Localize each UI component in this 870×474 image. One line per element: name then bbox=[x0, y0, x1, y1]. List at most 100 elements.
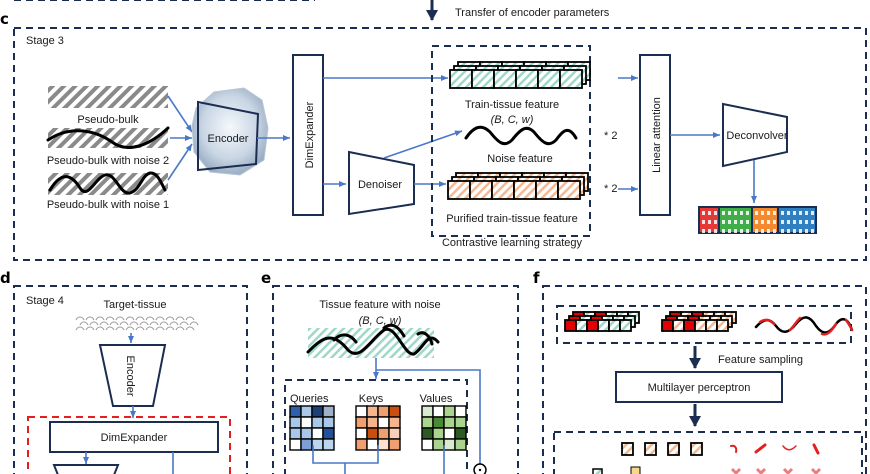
queries-label: Queries bbox=[290, 393, 329, 405]
feature-cube bbox=[469, 180, 493, 200]
matrix-cell bbox=[355, 416, 368, 429]
contrastive-box bbox=[431, 45, 591, 237]
attention-inner-box bbox=[284, 379, 468, 474]
feature-cube bbox=[672, 319, 685, 332]
arrow-to-noise bbox=[383, 130, 463, 159]
trainable-region-box bbox=[27, 416, 231, 474]
arrow-input-3 bbox=[167, 143, 193, 181]
train-tissue-label: Train-tissue feature bbox=[465, 99, 559, 111]
matrix-cell bbox=[443, 427, 456, 440]
purified-feature-label: Purified train-tissue feature bbox=[446, 213, 577, 225]
feature-cube bbox=[597, 319, 610, 332]
matrix-cell bbox=[443, 405, 456, 418]
feature-cube bbox=[559, 69, 583, 89]
panel-f-frame bbox=[542, 285, 867, 474]
pseudo-bulk-label: Pseudo-bulk bbox=[77, 114, 139, 126]
feature-cube bbox=[537, 69, 561, 89]
feature-cube bbox=[586, 319, 599, 332]
dimexpander-label: DimExpander bbox=[304, 101, 316, 168]
matrix-cell bbox=[322, 405, 335, 418]
keys-matrix bbox=[355, 405, 401, 451]
frozen-encoder: Encoder bbox=[191, 87, 269, 176]
matrix-cell bbox=[366, 427, 379, 440]
values-matrix bbox=[421, 405, 467, 451]
matrix-cell bbox=[311, 416, 324, 429]
sampled-patch bbox=[621, 442, 634, 456]
feature-cube bbox=[515, 69, 539, 89]
feature-cube bbox=[491, 180, 515, 200]
matrix-cell bbox=[300, 405, 313, 418]
matrix-cell bbox=[355, 438, 368, 451]
matrix-cell bbox=[432, 416, 445, 429]
stage-3-label: Stage 3 bbox=[26, 35, 64, 47]
matrix-cell bbox=[355, 427, 368, 440]
tissue-scale-row bbox=[79, 321, 199, 326]
purified-feature-stack bbox=[447, 172, 589, 200]
stage4-encoder-label: Encoder bbox=[124, 356, 136, 397]
sampled-train-feature bbox=[564, 311, 640, 332]
stage4-dimexpander-block bbox=[49, 421, 219, 453]
queries-matrix bbox=[289, 405, 335, 451]
matrix-cell bbox=[377, 405, 390, 418]
tissue-feature-with-noise bbox=[306, 323, 440, 358]
sampled-patch bbox=[644, 442, 657, 456]
feature-cube bbox=[694, 319, 707, 332]
target-tissue-pattern bbox=[75, 316, 199, 331]
matrix-cell bbox=[443, 416, 456, 429]
matrix-cell bbox=[388, 438, 401, 451]
panel-d-letter: d bbox=[0, 269, 11, 287]
matrix-cell bbox=[289, 416, 302, 429]
noise-2-wave bbox=[46, 126, 170, 149]
matrix-cell bbox=[388, 427, 401, 440]
pseudo-bulk-input: Pseudo-bulk bbox=[48, 86, 168, 126]
noise-feature-wave bbox=[464, 125, 578, 146]
matrix-cell bbox=[454, 405, 467, 418]
matrix-cell bbox=[366, 416, 379, 429]
stage4-encoder-block bbox=[98, 344, 167, 407]
feature-cube bbox=[449, 69, 473, 89]
tissue-noise-title: Tissue feature with noise bbox=[319, 299, 440, 311]
encoder-label: Encoder bbox=[208, 133, 249, 145]
ice-block-icon bbox=[191, 87, 269, 176]
matrix-cell bbox=[289, 427, 302, 440]
matrix-cell bbox=[322, 427, 335, 440]
purified-multiplier: * 2 bbox=[604, 183, 617, 195]
stage4-dimexpander-label: DimExpander bbox=[101, 432, 168, 444]
residual-line bbox=[376, 369, 481, 465]
matrix-cell bbox=[311, 405, 324, 418]
pseudo-bulk-noise-2-input: Pseudo-bulk with noise 2 bbox=[46, 126, 170, 167]
matrix-cell bbox=[421, 438, 434, 451]
matrix-cell bbox=[300, 427, 313, 440]
pseudo-bulk-noise-1-input: Pseudo-bulk with noise 1 bbox=[47, 171, 169, 211]
target-tissue-label: Target-tissue bbox=[104, 299, 167, 311]
contrastive-label: Contrastive learning strategy bbox=[442, 237, 583, 249]
matrix-cell bbox=[443, 438, 456, 451]
panel-c-letter: c bbox=[0, 10, 9, 28]
matrix-cell bbox=[311, 427, 324, 440]
matrix-cell bbox=[421, 416, 434, 429]
matrix-cell bbox=[300, 438, 313, 451]
pseudo-bulk-noise-1-label: Pseudo-bulk with noise 1 bbox=[47, 199, 169, 211]
feature-cube bbox=[535, 180, 559, 200]
feature-cube bbox=[716, 319, 729, 332]
tissue-scale-row bbox=[75, 326, 195, 331]
feature-cube bbox=[557, 180, 581, 200]
feature-cube bbox=[661, 319, 674, 332]
values-label: Values bbox=[420, 393, 453, 405]
panel-e-letter: e bbox=[261, 269, 271, 287]
stage4-denoiser-block bbox=[52, 464, 120, 474]
matrix-cell bbox=[366, 405, 379, 418]
stage-4-label: Stage 4 bbox=[26, 295, 64, 307]
panel-e-frame bbox=[272, 285, 519, 474]
feature-cube bbox=[471, 69, 495, 89]
matrix-cell bbox=[322, 438, 335, 451]
matrix-cell bbox=[454, 427, 467, 440]
matrix-cell bbox=[454, 438, 467, 451]
matrix-cell bbox=[388, 405, 401, 418]
arrow-input-1 bbox=[167, 95, 193, 133]
noise-1-wave bbox=[48, 171, 167, 195]
sampled-patch bbox=[690, 442, 703, 456]
panel-f-letter: f bbox=[533, 269, 540, 287]
deconvolver-block bbox=[722, 102, 788, 168]
